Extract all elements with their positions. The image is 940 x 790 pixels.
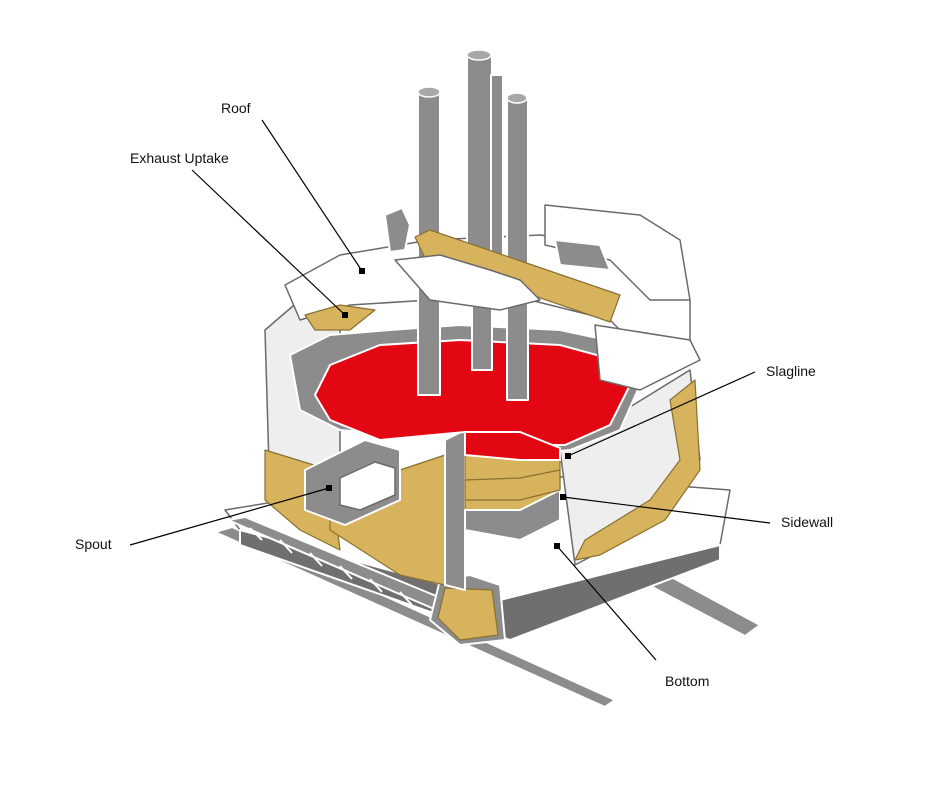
label-slagline: Slagline	[766, 363, 816, 379]
roof-marker	[359, 268, 365, 274]
base-grid	[227, 516, 471, 619]
outer-shell	[264, 289, 701, 646]
exhaust-uptake-marker	[342, 312, 348, 318]
roof-mechanism	[384, 207, 541, 311]
electrode-arm	[414, 229, 621, 323]
label-sidewall: Sidewall	[781, 514, 833, 530]
label-exhaust-uptake: Exhaust Uptake	[130, 150, 229, 166]
bottom-leader	[556, 545, 657, 661]
bottom-marker	[554, 543, 560, 549]
sidewall-marker	[560, 494, 566, 500]
spout-leader	[129, 487, 330, 546]
spout	[304, 439, 401, 526]
label-bottom: Bottom	[665, 673, 709, 689]
label-roof: Roof	[221, 100, 251, 116]
molten-bath	[289, 324, 641, 461]
exhaust-uptake-leader	[191, 169, 346, 316]
slagline-leader	[567, 371, 756, 457]
spout-marker	[326, 485, 332, 491]
leaders	[129, 119, 771, 661]
sidewall-leader	[562, 496, 771, 524]
electrodes	[417, 49, 529, 401]
roof-leader	[261, 119, 363, 272]
slagline-marker	[565, 453, 571, 459]
label-spout: Spout	[75, 536, 112, 552]
